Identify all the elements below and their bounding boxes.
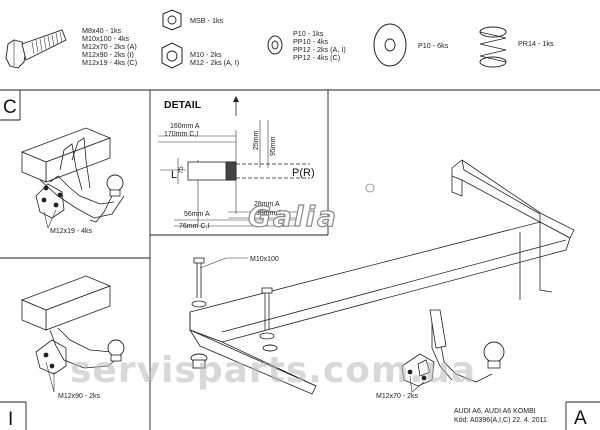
tow-ball-icon (107, 339, 125, 362)
variant-letter-a: A (574, 408, 587, 429)
washer-spec: P10 - 1ks (293, 29, 324, 38)
variant-c: C M12x19 - 4ks (3, 97, 125, 235)
hex-bolt-icon (43, 352, 55, 369)
bolt-spec: M12x90 - 2ks (I) (82, 50, 134, 59)
spring-spec: PR14 - 1ks (518, 39, 554, 48)
frame-rail-drawing (20, 127, 125, 219)
callout-line (411, 381, 425, 393)
detail-panel: DETAIL 160mm A 170mm C,I (158, 96, 315, 230)
bolt-spec: M8x40 - 1ks (82, 26, 122, 35)
mounting-bolt-icon (191, 257, 207, 308)
bolt-icon (5, 29, 67, 69)
nut-spec: M12 - 2ks (A, I) (190, 58, 239, 67)
dim-56: 56mm A (184, 211, 210, 218)
bolt-spec: M10x100 - 4ks (82, 34, 130, 43)
hex-bolt-icon (407, 369, 427, 381)
nut-icon (262, 344, 278, 352)
dim-76: 76mm C,I (179, 223, 209, 230)
tow-ball-icon (89, 174, 124, 223)
right-label: P(R) (292, 167, 315, 179)
small-washer-icon (267, 35, 283, 55)
bolt-spec: M12x70 - 2ks (A) (82, 42, 137, 51)
diagram-frame (0, 89, 600, 430)
galia-logo-text: Galia (248, 200, 338, 233)
large-washer-spec: P10 - 6ks (418, 41, 449, 50)
frame-rail-drawing (20, 275, 121, 375)
footer-model: AUDI A6, AUDI A6 KOMBI (454, 408, 536, 415)
msb-spec: MSB - 1ks (190, 16, 224, 25)
large-washer-icon (373, 23, 407, 67)
nut-icon (161, 42, 183, 69)
hex-bolt-icon (41, 185, 63, 208)
callout-line (409, 375, 413, 393)
washer-spec: PP10 - 4ks (293, 37, 329, 46)
dim-38: 38mm C,I (256, 210, 286, 217)
main-bolt-label: M10x100 (250, 256, 279, 263)
galia-logo: Galia (247, 183, 375, 234)
detail-title: DETAIL (164, 99, 202, 111)
dim-160: 160mm A (170, 123, 200, 130)
dim-170: 170mm C,I (164, 131, 198, 138)
bolt-spec: M12x19 - 4ks (C) (82, 58, 137, 67)
msb-nut-icon (162, 9, 182, 31)
dim-28: 28mm A (254, 201, 280, 208)
mounting-bolt-icon (259, 287, 275, 340)
nut-icon (190, 353, 208, 369)
variant-letter-i: I (8, 409, 13, 430)
callout-line (199, 257, 227, 269)
washer-spec: PP12 - 2ks (A, I) (293, 45, 346, 54)
dim-75: 75 (178, 166, 185, 174)
callout-line (43, 211, 49, 229)
washer-spec: PP12 - 4ks (C) (293, 53, 340, 62)
up-arrow-icon (233, 96, 239, 116)
variant-letter-c: C (3, 97, 17, 118)
nut-spec: M10 - 2ks (190, 50, 222, 59)
hardware-row: M8x40 - 1ks M10x100 - 4ks M12x70 - 2ks (… (5, 9, 554, 69)
variant-i-bolt-label: M12x90 - 2ks (58, 393, 101, 400)
callout-line (45, 361, 55, 393)
left-label: L (171, 169, 177, 181)
spring-icon (479, 26, 507, 68)
dim-95: 95mm (270, 136, 277, 156)
variant-c-bolt-label: M12x19 - 4ks (50, 228, 93, 235)
footer-code: Kód: A0396(A,I,C) 22. 4. 2011 (454, 417, 547, 424)
watermark: servisparts.com.ua (70, 350, 476, 391)
main-towbar-drawing: M10x100 M12x70 - 2ks (189, 159, 575, 400)
rail-profile (187, 161, 310, 181)
variant-a-bolt-label: M12x70 - 2ks (376, 393, 419, 400)
callout-line (47, 209, 57, 229)
variant-i: I M12x90 - 2ks (8, 275, 125, 430)
tow-ball-icon (483, 341, 505, 369)
dim-25: 25mm (253, 130, 260, 150)
